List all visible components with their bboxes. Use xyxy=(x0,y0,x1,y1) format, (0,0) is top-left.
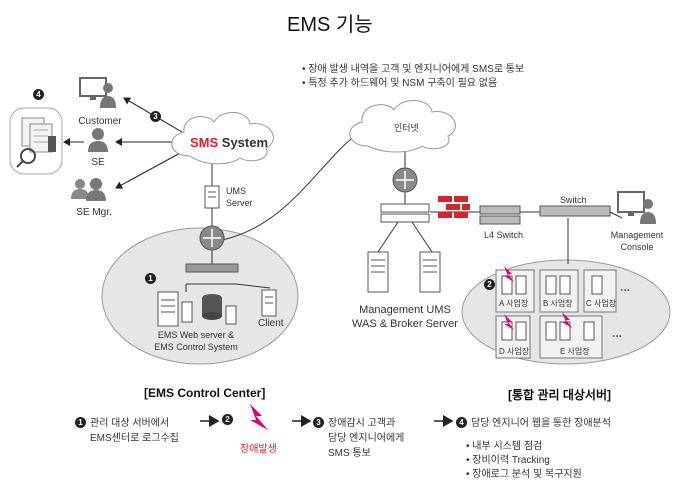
control-switch-icon xyxy=(185,263,239,273)
site-e-label: E 사업장 xyxy=(560,347,590,356)
management-ums-server-icons xyxy=(367,251,441,293)
ums-label-2: Server xyxy=(226,198,253,208)
ums-server-icon xyxy=(204,185,220,209)
control-center-heading: [EMS Control Center] xyxy=(144,386,266,400)
ems-web-server-icon xyxy=(157,291,237,327)
page-title: EMS 기능 xyxy=(287,14,373,36)
firewall-icon xyxy=(438,196,470,218)
management-ums-label-1: Management UMS xyxy=(359,304,451,316)
client-server-icon xyxy=(261,289,277,317)
step-2-marker: 2 xyxy=(222,414,237,426)
customer-icon xyxy=(79,77,116,108)
switch-icon xyxy=(539,205,611,217)
ums-label-1: UMS xyxy=(226,186,246,196)
router-icon-internet xyxy=(392,167,418,193)
more-sites-ellipsis-1: ... xyxy=(620,280,631,294)
site-d-label: D 사업장 xyxy=(499,347,530,356)
sms-system-label: SMS System xyxy=(190,135,269,150)
marker-4: 4 xyxy=(33,89,44,100)
note-1: • 장애 발생 내역을 고객 및 엔지니어에게 SMS로 통보 xyxy=(302,64,525,75)
internet-label: 인터넷 xyxy=(394,123,419,133)
step-2-label: 장애발생 xyxy=(240,444,277,455)
ems-server-label-1: EMS Web server & xyxy=(157,330,235,340)
site-b-label: B 사업장 xyxy=(543,299,573,308)
management-console-icon xyxy=(617,191,656,224)
ems-server-label-2: EMS Control System xyxy=(154,342,238,352)
se-label: SE xyxy=(91,157,105,168)
site-a-label: A 사업장 xyxy=(499,299,529,308)
l4-switch-icon xyxy=(479,205,521,225)
switch-label: Switch xyxy=(560,195,587,205)
management-console-label-1: Management xyxy=(610,230,664,240)
marker-3: 3 xyxy=(150,111,161,122)
client-label: Client xyxy=(258,318,284,329)
se-mgr-person-icon xyxy=(71,178,106,201)
client-pc-cluster xyxy=(9,107,63,175)
marker-2: 2 xyxy=(484,279,495,290)
step-1-line-2: EMS센터로 로그수집 xyxy=(90,433,179,444)
step-4-bullet-3: • 장애로그 분석 및 복구지원 xyxy=(466,469,582,480)
managed-servers-heading: [통합 관리 대상서버] xyxy=(508,388,611,402)
management-console-label-2: Console xyxy=(620,242,654,252)
site-server-icons xyxy=(501,275,603,341)
note-2: • 특정 추가 하드웨어 및 NSM 구축이 필요 없음 xyxy=(302,78,498,89)
customer-label: Customer xyxy=(78,116,122,127)
fault-occurrence-icon xyxy=(250,404,268,430)
sms-notification-arrows xyxy=(63,97,183,189)
se-person-icon xyxy=(88,128,108,152)
site-c-label: C 사업장 xyxy=(586,299,617,308)
more-sites-ellipsis-2: ... xyxy=(612,326,623,340)
management-ums-label-2: WAS & Broker Server xyxy=(352,318,458,330)
step-4-bullet-1: • 내부 시스템 점검 xyxy=(466,441,543,452)
internet-cloud xyxy=(349,100,456,153)
core-switch-icon xyxy=(380,203,430,223)
step-4-bullet-2: • 장비이력 Tracking xyxy=(466,455,550,466)
control-center-ellipse xyxy=(101,227,299,365)
marker-1: 1 xyxy=(145,273,156,284)
step-3-line-3: SMS 통보 xyxy=(328,448,371,459)
router-icon-control xyxy=(199,225,225,251)
step-3-line-2: 담당 엔지니어에게 xyxy=(328,433,405,444)
l4-switch-label: L4 Switch xyxy=(484,230,524,240)
se-mgr-label: SE Mgr. xyxy=(76,207,112,218)
fault-lightning-icons xyxy=(504,266,572,330)
sms-system-cloud xyxy=(171,112,274,165)
